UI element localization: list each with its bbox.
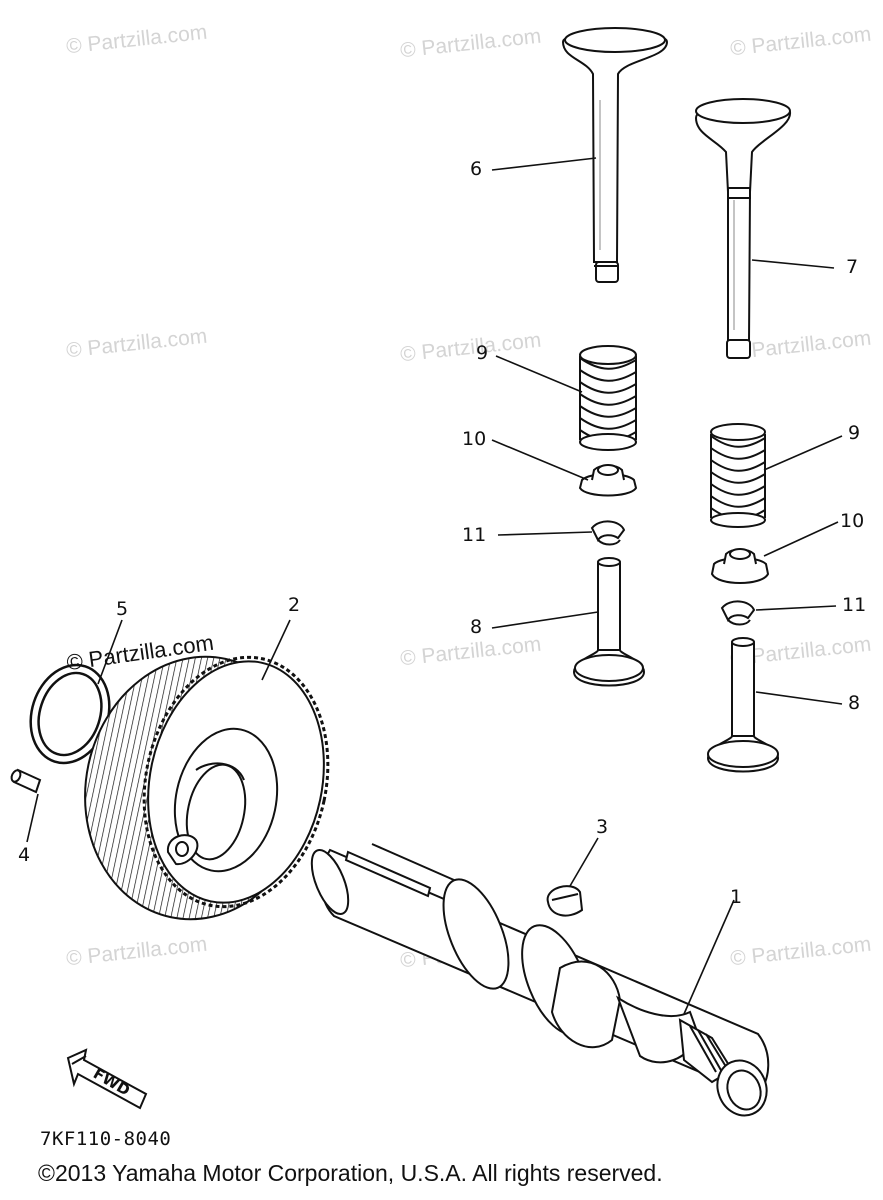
callout-10: 10 bbox=[840, 510, 865, 532]
callout-6: 6 bbox=[470, 158, 483, 180]
leader-line bbox=[495, 355, 583, 393]
diagram-code: 7KF110-8040 bbox=[40, 1128, 172, 1150]
valve-cotter-11 bbox=[590, 520, 626, 546]
callout-11: 11 bbox=[462, 524, 487, 546]
callout-2: 2 bbox=[288, 594, 301, 616]
valve-lifter-8 bbox=[706, 637, 780, 773]
valve-cotter-11 bbox=[720, 600, 756, 626]
leader-line bbox=[497, 531, 593, 536]
leader-line bbox=[683, 899, 735, 1015]
dowel-pin-4 bbox=[10, 768, 42, 794]
woodruff-key-3 bbox=[546, 885, 584, 917]
callout-9: 9 bbox=[848, 422, 861, 444]
leader-line bbox=[491, 611, 599, 629]
leader-line bbox=[755, 605, 837, 611]
camshaft-1 bbox=[310, 843, 770, 1117]
leader-line bbox=[763, 521, 839, 557]
callout-9: 9 bbox=[476, 342, 489, 364]
leader-line bbox=[97, 619, 123, 685]
callout-3: 3 bbox=[596, 816, 609, 838]
leader-line bbox=[755, 691, 843, 705]
valve-spring-9 bbox=[710, 423, 766, 528]
leader-line bbox=[491, 157, 597, 171]
callout-1: 1 bbox=[730, 886, 743, 908]
copyright-notice: ©2013 Yamaha Motor Corporation, U.S.A. A… bbox=[38, 1160, 663, 1186]
leader-line bbox=[751, 259, 835, 269]
leader-line bbox=[261, 619, 291, 681]
callout-7: 7 bbox=[846, 256, 859, 278]
callout-5: 5 bbox=[116, 598, 129, 620]
callout-11: 11 bbox=[842, 594, 867, 616]
valve-spring-9 bbox=[579, 345, 637, 451]
callout-10: 10 bbox=[462, 428, 487, 450]
forward-arrow-icon bbox=[66, 1048, 148, 1110]
leader-line bbox=[569, 837, 599, 887]
leader-line bbox=[763, 435, 843, 471]
valve-6 bbox=[561, 27, 669, 283]
cam-gear-2 bbox=[84, 655, 330, 921]
valve-lifter-8 bbox=[572, 557, 646, 687]
leader-line bbox=[26, 793, 39, 843]
spring-retainer-10 bbox=[578, 464, 638, 497]
callout-8: 8 bbox=[470, 616, 483, 638]
leader-line bbox=[491, 439, 589, 481]
callout-4: 4 bbox=[18, 844, 31, 866]
spring-retainer-10 bbox=[710, 548, 770, 584]
valve-7 bbox=[694, 98, 791, 359]
callout-8: 8 bbox=[848, 692, 861, 714]
